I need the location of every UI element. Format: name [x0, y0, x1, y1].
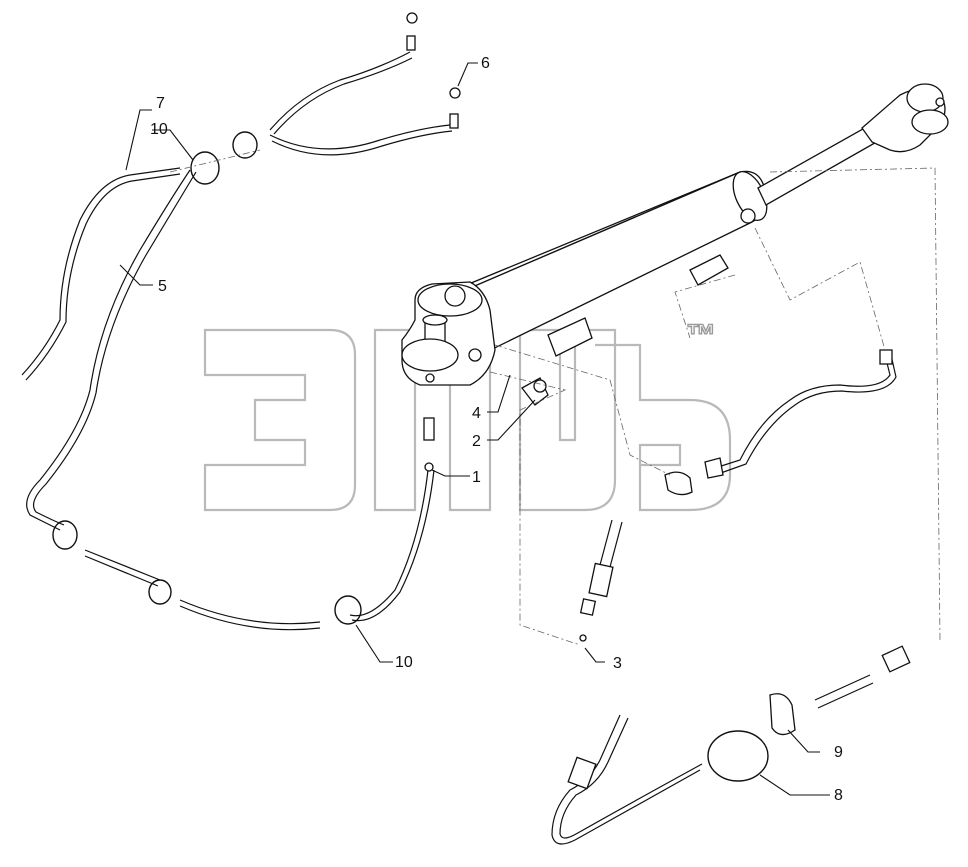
callout-5: 5 [158, 278, 167, 295]
watermark-trademark: ™ [686, 319, 716, 352]
assembly-lines [169, 149, 941, 646]
callout-3: 3 [613, 655, 622, 672]
callout-4: 4 [472, 405, 481, 422]
callout-1: 1 [472, 469, 481, 486]
callout-8: 8 [834, 787, 843, 804]
right-steel-tube [664, 349, 897, 496]
callout-9: 9 [834, 744, 843, 761]
callout-2: 2 [472, 433, 481, 450]
bottom-hose-assembly [551, 645, 911, 845]
callout-7: 7 [156, 95, 165, 112]
hose-5 [26, 169, 321, 631]
callout-leaders [119, 62, 830, 796]
cylinder-barrel [429, 170, 768, 361]
piston-rod [757, 83, 949, 206]
callout-10-top: 10 [150, 121, 168, 138]
callout-6: 6 [481, 55, 490, 72]
lower-hose-assembly [579, 519, 623, 642]
base-hose-fitting [349, 417, 435, 622]
callout-10-bottom: 10 [395, 654, 413, 671]
hose-7 [21, 167, 181, 381]
barrel-port-fittings [547, 208, 756, 357]
cylinder-base-mount [401, 281, 496, 386]
upper-hoses [269, 12, 461, 156]
hose-clamps [52, 131, 362, 625]
elbow-fitting [521, 377, 549, 406]
callout-labels: 1 2 3 4 5 6 7 8 9 10 10 [150, 55, 843, 804]
